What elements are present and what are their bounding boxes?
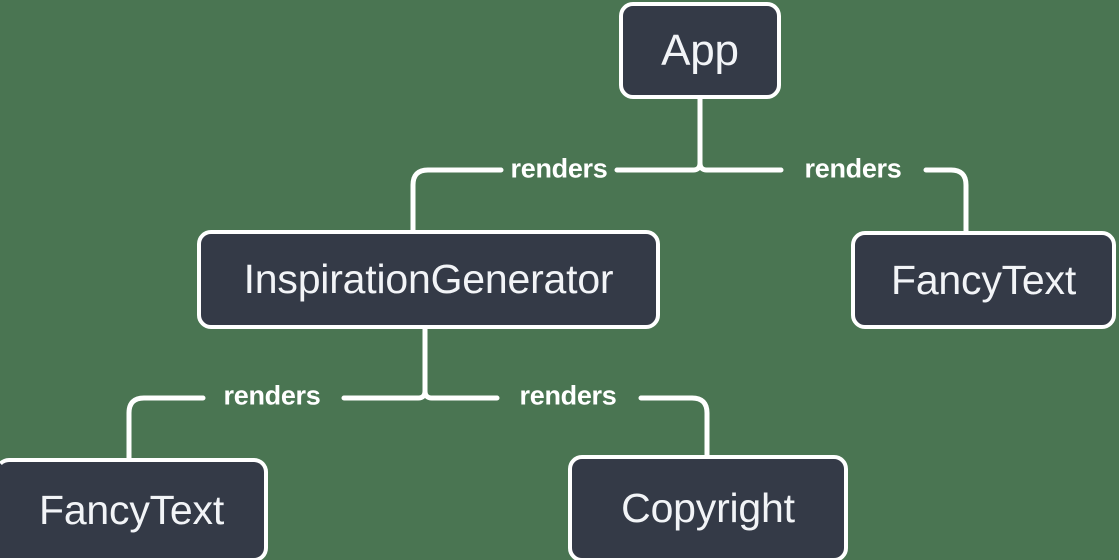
node-fancytext-left-label: FancyText [38, 486, 225, 533]
edge-app-to-inspiration-left-seg [614, 160, 703, 173]
node-inspiration-generator-label: InspirationGenerator [243, 256, 614, 302]
edge-label-inspiration-generator-to-fancytext: renders [223, 380, 321, 411]
node-fancytext-left[interactable]: FancyText [0, 458, 268, 560]
node-app[interactable]: App [619, 2, 781, 99]
edge-app-to-inspiration-right-seg [410, 167, 504, 233]
edge-label-app-to-inspiration-generator: renders [510, 153, 608, 184]
edge-app-to-fancytext-left-seg [697, 160, 784, 173]
edge-inspiration-to-copyright-right-seg [638, 395, 710, 458]
node-fancytext-right[interactable]: FancyText [851, 231, 1116, 329]
node-inspiration-generator[interactable]: InspirationGenerator [197, 230, 660, 329]
node-app-label: App [661, 25, 739, 75]
node-copyright-label: Copyright [621, 485, 795, 531]
edge-inspiration-to-copyright-left-seg [422, 388, 500, 401]
edge-app-to-fancytext-right-seg [923, 167, 969, 234]
edge-inspiration-to-fancytext-left-seg [341, 388, 428, 401]
edge-inspiration-to-fancytext-right-seg [126, 395, 206, 461]
edge-label-inspiration-generator-to-copyright: renders [519, 380, 617, 411]
edge-label-app-to-fancytext: renders [804, 153, 902, 184]
node-copyright[interactable]: Copyright [568, 455, 848, 560]
node-fancytext-right-label: FancyText [890, 256, 1077, 303]
